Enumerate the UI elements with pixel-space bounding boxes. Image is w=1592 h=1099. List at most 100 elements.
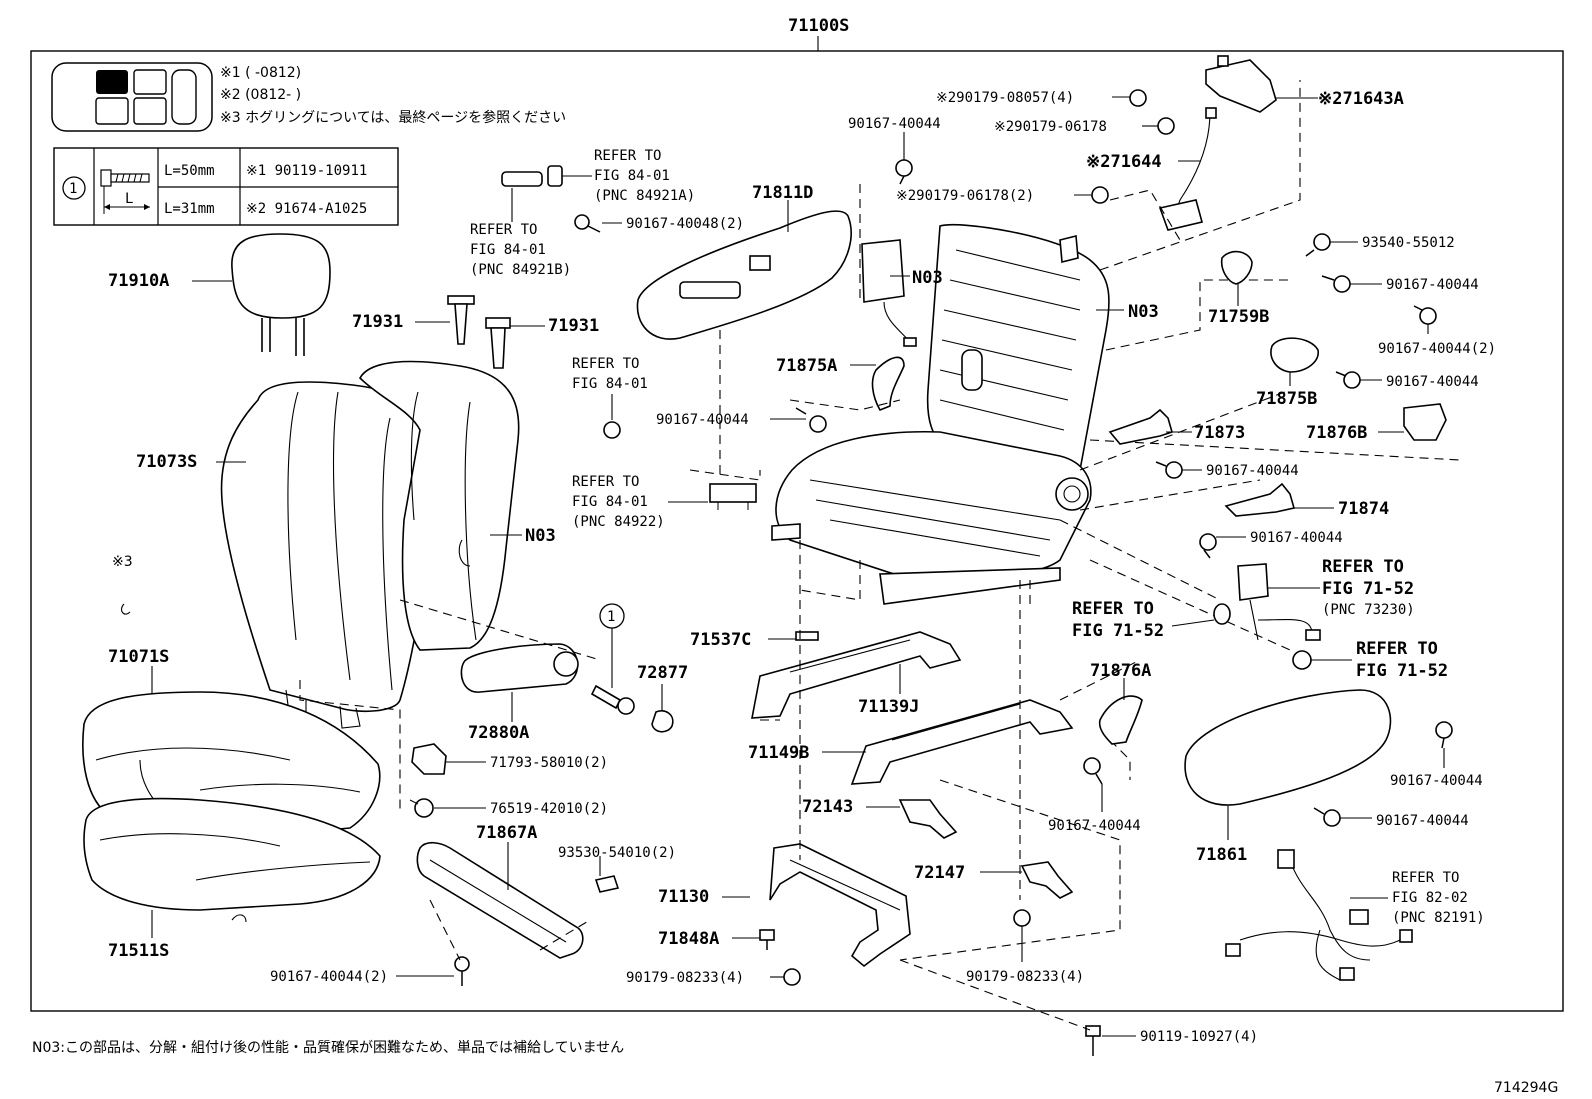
screw-90167-40048-icon (574, 214, 601, 233)
ref4-line-b: FIG 84-01 (572, 494, 648, 510)
clip-71793-icon (411, 743, 447, 775)
ref5-line-c: (PNC 73230) (1322, 602, 1415, 618)
screw-90167-a-icon (795, 407, 827, 433)
label-71071S: 71071S (108, 647, 169, 667)
ref7-line-b: FIG 71-52 (1356, 661, 1448, 681)
label-71876A: 71876A (1090, 661, 1151, 681)
ref5-line-a: REFER TO (1322, 557, 1404, 577)
ref4-line-c: (PNC 84922) (572, 514, 665, 530)
seatbelt-buckle-drawing (1237, 563, 1321, 641)
side-shield-drawing (416, 841, 584, 959)
label-71931-b: 71931 (548, 316, 599, 336)
bolt-table: 1 L L=50mm ※1 90119-10911 L=31mm ※2 9167… (53, 147, 399, 226)
label-71073S: 71073S (136, 452, 197, 472)
label-93530: 93530-54010(2) (558, 845, 676, 861)
label-90179-08233-a: 90179-08233(4) (626, 970, 744, 986)
screw-ref3-icon (603, 421, 621, 439)
ref8-line-c: (PNC 82191) (1392, 910, 1485, 926)
screw-90167-i-icon (1313, 807, 1341, 827)
bolt-90119-icon (1085, 1025, 1101, 1056)
label-90179-06178-a: ※290179-06178 (994, 119, 1107, 135)
ref1-line-a: REFER TO (594, 148, 661, 164)
nut-90179-b-icon (1013, 909, 1031, 927)
seatback-cover-drawing (220, 381, 439, 729)
label-90167-40044-c: 90167-40044(2) (1378, 341, 1496, 357)
screw-90167-h-icon (1435, 721, 1453, 749)
label-90179-08233-b: 90179-08233(4) (966, 969, 1084, 985)
label-90119-10927: 90119-10927(4) (1140, 1029, 1258, 1045)
switch-84922-icon (709, 483, 757, 510)
side-cover-71861-drawing (1184, 689, 1392, 806)
bolt-93540-icon (1305, 233, 1331, 257)
label-90167-40044-i: 90167-40044 (1376, 813, 1469, 829)
airbag-module-drawing (861, 239, 917, 347)
screw-90167-top-icon (895, 159, 913, 185)
label-71793: 71793-58010(2) (490, 755, 608, 771)
cable-71644-drawing (1158, 107, 1217, 231)
label-71875A: 71875A (776, 356, 837, 376)
label-71130: 71130 (658, 887, 709, 907)
ref8-line-b: FIG 82-02 (1392, 890, 1468, 906)
ref4-line-a: REFER TO (572, 474, 639, 490)
screw-90167-g-icon (1083, 757, 1103, 785)
label-90167-40044-g: 90167-40044 (1048, 818, 1141, 834)
ref2-line-a: REFER TO (470, 222, 537, 238)
label-90167-40044-d: 90167-40044 (1386, 374, 1479, 390)
label-76519: 76519-42010(2) (490, 801, 608, 817)
headrest-drawing (231, 233, 331, 356)
ref8-line-a: REFER TO (1392, 870, 1459, 886)
label-71875B: 71875B (1256, 389, 1317, 409)
label-72147: 72147 (914, 863, 965, 883)
label-71876B: 71876B (1306, 423, 1367, 443)
ref1-line-b: FIG 84-01 (594, 168, 670, 184)
nut-90179-06178-a-icon (1157, 117, 1175, 135)
rail-71149B-drawing (850, 699, 1074, 785)
seat-frame-drawing (771, 223, 1110, 605)
hog-ring-icon (121, 603, 131, 615)
ref7-line-a: REFER TO (1356, 639, 1438, 659)
washer-ref6-icon (1213, 603, 1231, 625)
bolt-71848A-icon (759, 929, 775, 950)
label-71811D: 71811D (752, 183, 813, 203)
label-71511S: 71511S (108, 941, 169, 961)
ref6-line-b: FIG 71-52 (1072, 621, 1164, 641)
nut-90179-06178-b-icon (1091, 186, 1109, 204)
headrest-support-2 (485, 317, 511, 369)
label-71139J: 71139J (858, 697, 919, 717)
label-71149B: 71149B (748, 743, 809, 763)
bracket-71875B-drawing (1270, 337, 1319, 373)
bracket-72143-drawing (898, 799, 958, 839)
label-71759B: 71759B (1208, 307, 1269, 327)
callout-1: 1 (607, 609, 615, 625)
bracket-71876A-drawing (1098, 695, 1143, 745)
label-90167-40044-h: 90167-40044 (1390, 773, 1483, 789)
riser-71130-drawing (769, 843, 911, 968)
label-71848A: 71848A (658, 929, 719, 949)
label-72877: 72877 (637, 663, 688, 683)
legend-switch-icon (51, 62, 213, 132)
screw-90167-c-icon (1413, 305, 1437, 325)
bracket-71874-drawing (1224, 482, 1296, 517)
clip-76519-icon (409, 798, 434, 818)
ref6-line-a: REFER TO (1072, 599, 1154, 619)
nut-ref7-icon (1292, 650, 1312, 670)
label-71537C: 71537C (690, 630, 751, 650)
figure-code: 714294G (1494, 1080, 1558, 1096)
label-71931-a: 71931 (352, 312, 403, 332)
label-71910A: 71910A (108, 271, 169, 291)
legend-note-2: ※2 (0812- ) (220, 87, 301, 103)
label-90179-06178-b: ※290179-06178(2) (896, 188, 1034, 204)
seat-cushion-pad-drawing (83, 797, 381, 923)
bolt-row2-part: ※2 91674-A1025 (246, 201, 367, 217)
rail-71139J-drawing (751, 631, 962, 719)
bracket-72147-drawing (1020, 861, 1074, 899)
armrest-cap-icon (651, 710, 674, 733)
ref5-line-b: FIG 71-52 (1322, 579, 1414, 599)
bolt-row1-part: ※1 90119-10911 (246, 163, 367, 179)
label-90179-08057: ※290179-08057(4) (936, 90, 1074, 106)
bolt-row1-length: L=50mm (164, 163, 215, 179)
side-cover-71811D-drawing (636, 210, 852, 340)
label-90167-40044-e: 90167-40044 (1206, 463, 1299, 479)
